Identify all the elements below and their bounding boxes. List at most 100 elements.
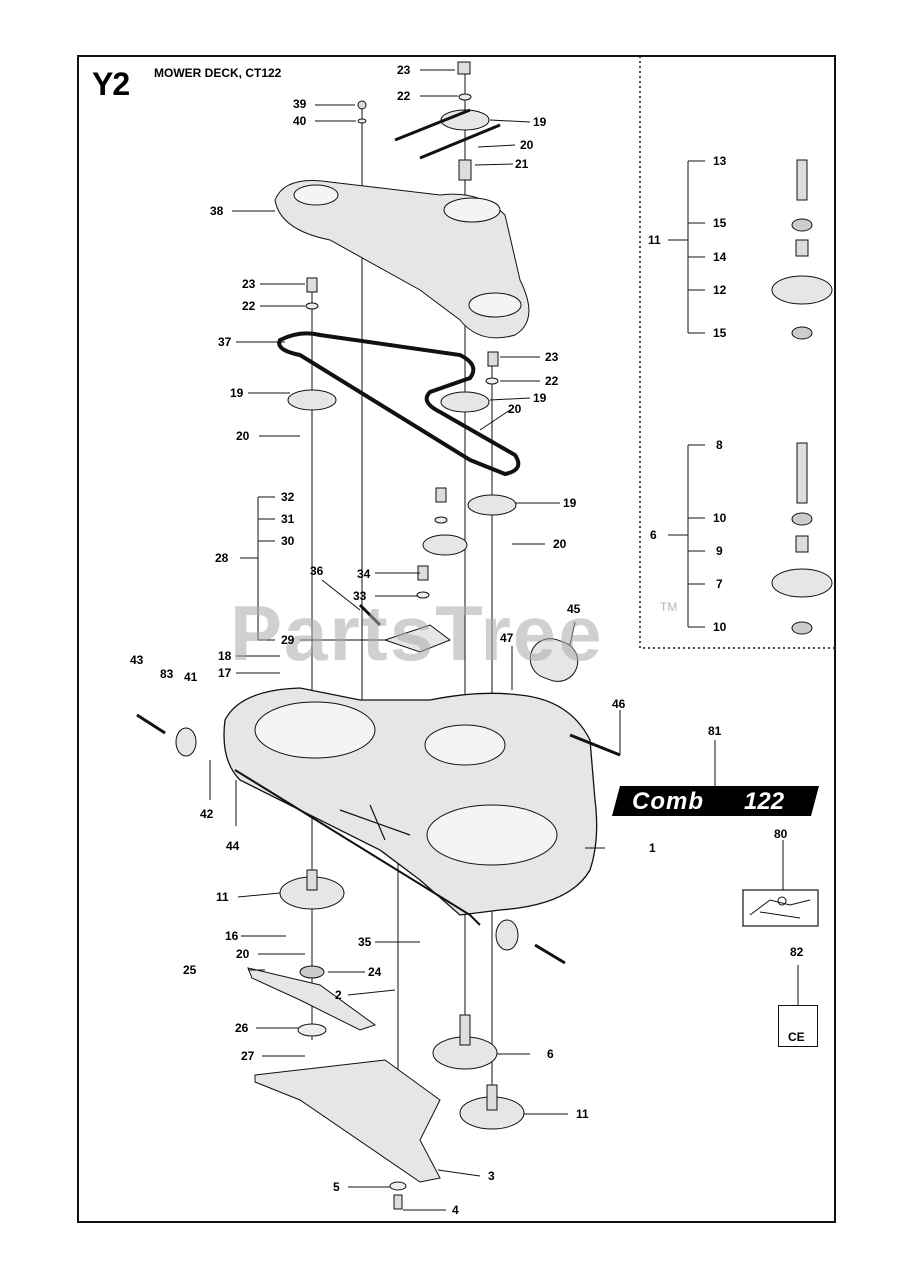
bearing-10-b [791, 621, 813, 635]
bearing-24 [299, 965, 325, 979]
callout-c11b: 11 [576, 1107, 589, 1121]
callout-c10b: 10 [713, 620, 727, 634]
pulley-19-left [287, 389, 337, 411]
callout-c21: 21 [515, 157, 529, 171]
callout-c14: 14 [713, 250, 727, 264]
callout-c83: 83 [160, 667, 174, 681]
callout-c11c: 11 [648, 233, 661, 247]
callout-c8: 8 [716, 438, 723, 452]
callout-c6b: 6 [650, 528, 657, 542]
bolt-43 [136, 713, 166, 735]
diagram-frame [77, 55, 836, 1223]
decal-model: 122 [744, 788, 785, 815]
callout-c43: 43 [130, 653, 144, 667]
rod-46 [569, 733, 621, 757]
callout-c45: 45 [567, 602, 581, 616]
spacer-14 [795, 239, 809, 257]
callout-c81: 81 [708, 724, 722, 738]
callout-c19a: 19 [533, 115, 547, 129]
washer-40 [357, 118, 367, 124]
callout-c20c: 20 [236, 429, 250, 443]
inset-border [639, 56, 835, 649]
callout-c20d: 20 [553, 537, 567, 551]
callout-c15a: 15 [713, 216, 727, 230]
diagram-title: MOWER DECK, CT122 [154, 66, 282, 80]
callout-c19c: 19 [533, 391, 547, 405]
callout-c23c: 23 [545, 350, 559, 364]
callout-c4: 4 [452, 1203, 459, 1217]
housing-12 [771, 275, 833, 305]
bracket-28 [240, 496, 275, 641]
callout-c40: 40 [293, 114, 307, 128]
callout-c22a: 22 [397, 89, 411, 103]
callout-c22b: 22 [242, 299, 256, 313]
callout-c41: 41 [184, 670, 198, 684]
callout-c19b: 19 [230, 386, 244, 400]
diagram-code: Y2 [92, 66, 130, 102]
bearing-10-a [791, 512, 813, 526]
callout-c15b: 15 [713, 326, 727, 340]
wheel-right [495, 919, 519, 951]
callout-c12: 12 [713, 283, 727, 297]
callout-c34: 34 [357, 567, 371, 581]
callout-c3: 3 [488, 1169, 495, 1183]
deck-x-mark [339, 804, 411, 841]
callout-c33: 33 [353, 589, 367, 603]
callout-c25: 25 [183, 963, 197, 977]
shaft-13 [796, 159, 808, 201]
callout-c18: 18 [218, 649, 232, 663]
callout-c19d: 19 [563, 496, 577, 510]
ce-mark: CE [788, 1030, 805, 1044]
spacer-9 [795, 535, 809, 553]
callout-c10a: 10 [713, 511, 727, 525]
callout-c37: 37 [218, 335, 232, 349]
callout-c22c: 22 [545, 374, 559, 388]
baffle-3 [254, 1059, 441, 1183]
callout-c23a: 23 [397, 63, 411, 77]
callout-c42: 42 [200, 807, 214, 821]
decal-brand: Comb [632, 788, 704, 815]
callout-c9: 9 [716, 544, 723, 558]
watermark-tm: TM [660, 600, 678, 614]
housing-7 [771, 568, 833, 598]
callout-c5: 5 [333, 1180, 340, 1194]
idler-pulley-30 [422, 534, 468, 556]
washer-26 [297, 1023, 327, 1037]
callout-c31: 31 [281, 512, 295, 526]
callout-c32: 32 [281, 490, 295, 504]
pulley-19-mid [440, 391, 490, 413]
callout-c82: 82 [790, 945, 804, 959]
callout-c46: 46 [612, 697, 626, 711]
callout-c38: 38 [210, 204, 224, 218]
callout-c27: 27 [241, 1049, 255, 1063]
callout-c16: 16 [225, 929, 239, 943]
bracket-11 [668, 160, 705, 334]
label-82 [778, 1005, 818, 1047]
callout-c24: 24 [368, 965, 382, 979]
callout-c44: 44 [226, 839, 240, 853]
bearing-15-a [791, 218, 813, 232]
callout-c29: 29 [281, 633, 295, 647]
callout-c17: 17 [218, 666, 232, 680]
roller-45 [529, 638, 579, 682]
callout-c20a: 20 [520, 138, 534, 152]
callout-c23b: 23 [242, 277, 256, 291]
callout-c20e: 20 [236, 947, 250, 961]
wheel-41 [175, 727, 197, 757]
watermark: PartsTree [230, 589, 604, 677]
pulley-19-right [467, 494, 517, 516]
belt-fragment [394, 108, 501, 160]
callout-c36: 36 [310, 564, 324, 578]
callout-c2: 2 [335, 988, 342, 1002]
callout-c11a: 11 [216, 890, 229, 904]
bracket-6 [668, 444, 705, 628]
bolt-39 [357, 100, 367, 110]
bolt-23-left [306, 277, 318, 293]
callout-c47: 47 [500, 631, 514, 645]
callout-c13: 13 [713, 154, 727, 168]
callout-c1: 1 [649, 841, 656, 855]
spring-36 [358, 603, 382, 627]
shaft-8 [796, 442, 808, 504]
